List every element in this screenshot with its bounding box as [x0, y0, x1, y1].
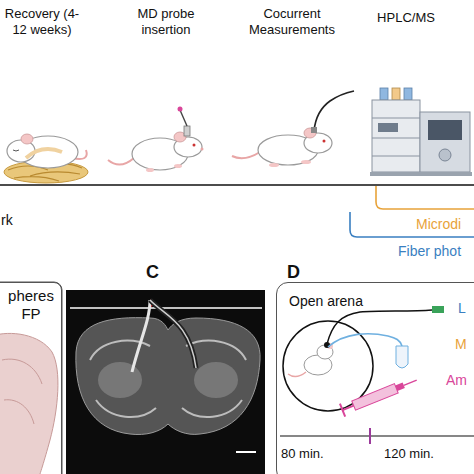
step-label: Recovery (4-12 weeks): [0, 6, 84, 37]
divider-line: [0, 184, 474, 186]
signal-label: M: [455, 336, 467, 353]
step-label: MD probe insertion: [128, 6, 204, 37]
panel-box: pheres FP: [0, 282, 62, 474]
signal-label: L: [458, 300, 466, 317]
row-label: rk: [1, 212, 13, 229]
recovery-mouse: [4, 134, 88, 183]
step-label: Cocurrent Measurements: [238, 6, 346, 37]
time-label: 120 min.: [384, 446, 434, 462]
method-label: Microdi: [416, 216, 461, 233]
method-label: Fiber phot: [398, 243, 461, 260]
step-label: HPLC/MS: [366, 10, 446, 26]
panel-box: Open arena: [276, 282, 474, 474]
open-arena-setup: [280, 306, 474, 444]
panel-letter: C: [146, 262, 159, 284]
panel-heading: Open arena: [289, 293, 409, 310]
probe-mouse: [108, 107, 204, 173]
photometry-bracket: [350, 212, 474, 237]
microdialysis-bracket: [376, 186, 474, 209]
panel-heading: pheres FP: [5, 287, 57, 323]
tethered-mouse: [232, 91, 354, 167]
time-label: 80 min.: [281, 446, 324, 462]
signal-label: Am: [446, 372, 467, 389]
hplc-ms-instrument: [370, 88, 472, 176]
brain-micrograph: [66, 290, 265, 474]
panel-letter: D: [287, 262, 300, 284]
brain-schematic: [0, 282, 62, 474]
